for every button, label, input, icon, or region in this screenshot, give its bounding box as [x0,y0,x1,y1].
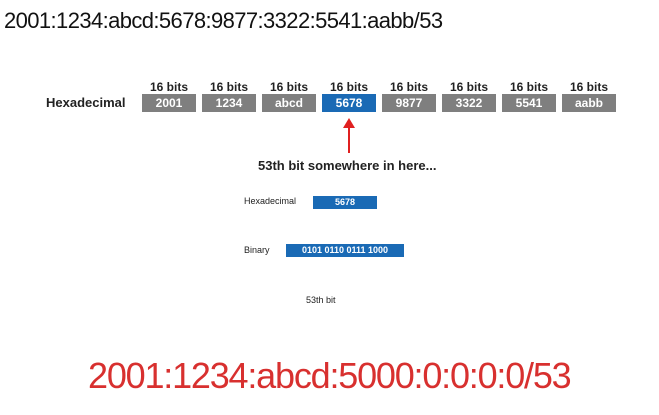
prefix-result-address: 2001:1234:abcd:5000:0:0:0:0/53 [88,355,572,396]
segment-1: 16 bits 2001 [142,80,196,120]
segment-bits-label: 16 bits [569,80,608,94]
hexadecimal-row-label: Hexadecimal [46,95,126,110]
segment-5: 16 bits 9877 [382,80,436,120]
segment-value: 5541 [502,94,556,112]
inset-hex-value: 5678 [313,196,377,209]
original-address: 2001:1234:abcd:5678:9877:3322:5541:aabb/… [4,8,443,33]
segment-2: 16 bits 1234 [202,80,256,120]
segment-value: 9877 [382,94,436,112]
segment-8: 16 bits aabb [562,80,616,120]
53th-bit-caption: 53th bit somewhere in here... [258,158,437,173]
segment-7: 16 bits 5541 [502,80,556,120]
segment-4-highlighted: 16 bits 5678 [322,80,376,120]
segment-value: 3322 [442,94,496,112]
segment-3: 16 bits abcd [262,80,316,120]
segment-bits-label: 16 bits [269,80,308,94]
segment-6: 16 bits 3322 [442,80,496,120]
segment-value: 1234 [202,94,256,112]
segment-bits-label: 16 bits [449,80,488,94]
segment-bits-label: 16 bits [209,80,248,94]
segment-bits-label: 16 bits [329,80,368,94]
segment-value: 2001 [142,94,196,112]
inset-binary-label: Binary [244,245,270,255]
main-up-arrow [343,118,355,153]
segment-value: abcd [262,94,316,112]
segment-value: aabb [562,94,616,112]
inset-binary-value: 0101 0110 0111 1000 [286,244,404,257]
inset-hexadecimal-label: Hexadecimal [244,196,297,206]
segment-value-highlighted: 5678 [322,94,376,112]
segment-bits-label: 16 bits [509,80,548,94]
segment-bits-label: 16 bits [149,80,188,94]
segment-bits-label: 16 bits [389,80,428,94]
inset-53th-bit-caption: 53th bit [306,295,336,305]
